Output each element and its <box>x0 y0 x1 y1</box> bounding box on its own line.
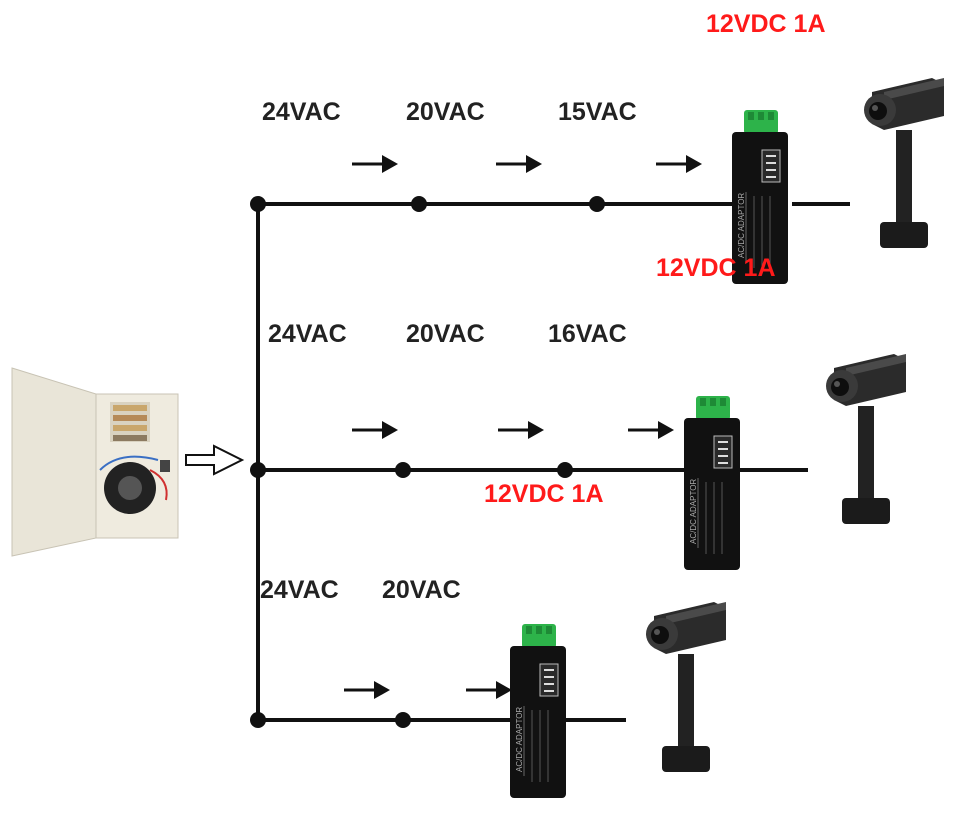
adapter-text: AC/DC ADAPTOR <box>515 707 524 772</box>
adapter-text: AC/DC ADAPTOR <box>737 193 746 258</box>
junction-dot <box>250 462 266 478</box>
adapter-text: AC/DC ADAPTOR <box>689 479 698 544</box>
arrow-right-icon <box>350 419 400 441</box>
cctv-camera-icon <box>826 354 906 524</box>
arrow-right-icon <box>496 419 546 441</box>
junction-dot <box>250 712 266 728</box>
output-label: 12VDC 1A <box>706 10 826 38</box>
voltage-label: 24VAC <box>260 576 339 604</box>
junction-dot <box>589 196 605 212</box>
ac-dc-adapter-icon: AC/DC ADAPTOR <box>509 623 567 799</box>
arrow-right-icon <box>342 679 392 701</box>
voltage-label: 24VAC <box>262 98 341 126</box>
hollow-arrow-icon <box>185 444 245 476</box>
ac-dc-adapter-icon: AC/DC ADAPTOR <box>731 109 789 285</box>
branch-3: 24VAC 20VAC AC/DC ADAPTOR <box>250 576 726 799</box>
branch-2: 24VAC 20VAC 16VAC AC/DC ADAPTOR 12VDC 1A <box>250 320 906 571</box>
voltage-label: 20VAC <box>382 576 461 604</box>
junction-dot <box>250 196 266 212</box>
junction-dot <box>395 462 411 478</box>
branch-1: 24VAC 20VAC 15VAC AC/DC ADAPTOR 12VDC 1A… <box>250 10 944 285</box>
arrow-right-icon <box>494 153 544 175</box>
voltage-label: 20VAC <box>406 98 485 126</box>
arrow-right-icon <box>350 153 400 175</box>
arrow-right-icon <box>626 419 676 441</box>
junction-dot <box>557 462 573 478</box>
output-label: 12VDC 1A <box>484 480 604 508</box>
ac-dc-adapter-icon: AC/DC ADAPTOR <box>683 395 741 571</box>
junction-dot <box>411 196 427 212</box>
voltage-label: 24VAC <box>268 320 347 348</box>
arrow-right-icon <box>464 679 514 701</box>
voltage-label: 20VAC <box>406 320 485 348</box>
junction-dot <box>395 712 411 728</box>
voltage-label: 15VAC <box>558 98 637 126</box>
power-supply-cabinet-icon <box>11 367 179 557</box>
arrow-right-icon <box>654 153 704 175</box>
cctv-camera-icon <box>864 78 944 248</box>
voltage-label: 16VAC <box>548 320 627 348</box>
output-label: 12VDC 1A <box>656 254 776 282</box>
cctv-camera-icon <box>646 602 726 772</box>
